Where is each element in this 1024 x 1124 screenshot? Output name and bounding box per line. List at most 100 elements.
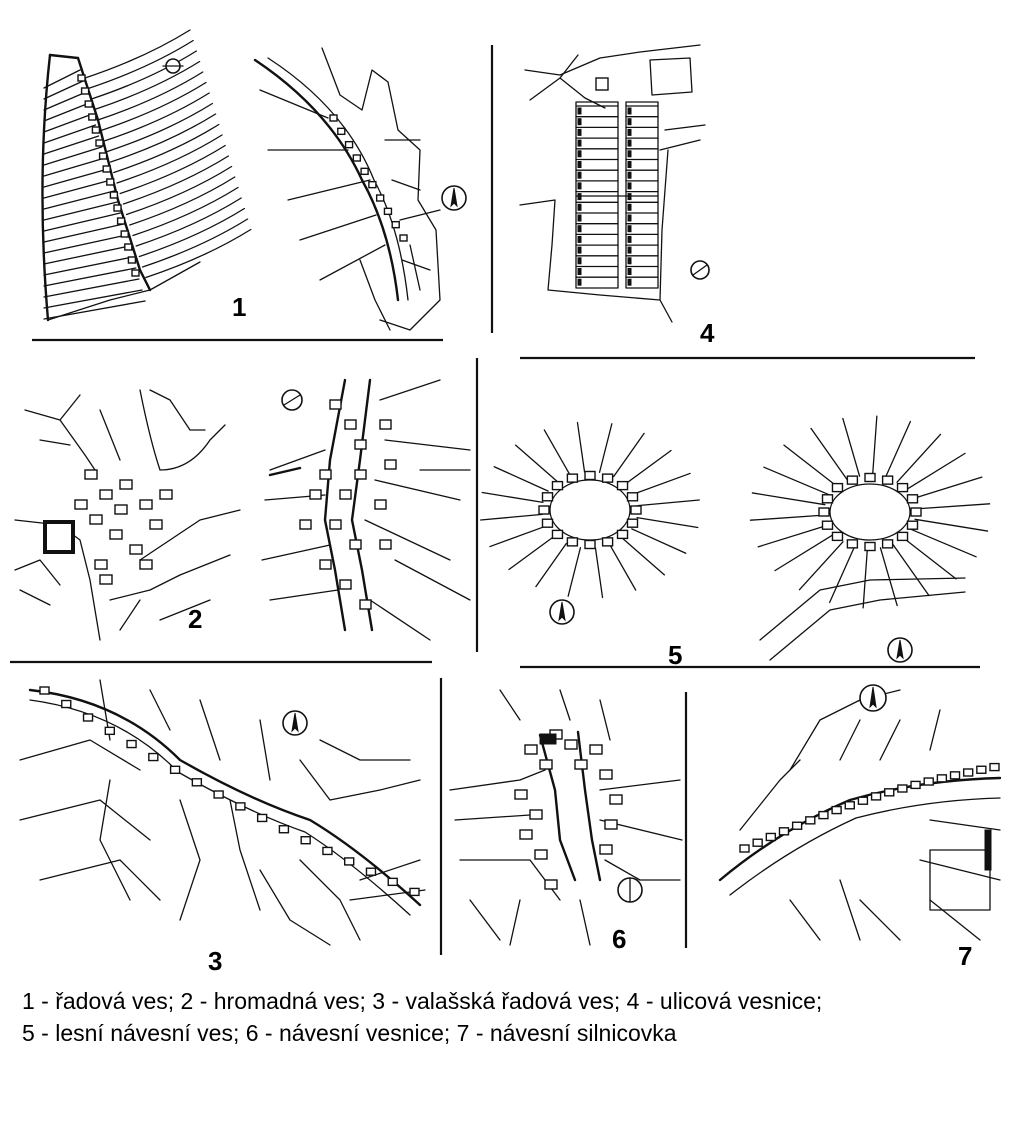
north-arrow-icon: [887, 637, 913, 663]
caption-line-1: 1 - řadová ves; 2 - hromadná ves; 3 - va…: [22, 988, 823, 1014]
house: [129, 544, 143, 555]
house: [818, 810, 829, 820]
field-strip: [93, 60, 201, 111]
house: [74, 499, 88, 510]
house: [541, 492, 554, 502]
field-boundary: [810, 427, 849, 481]
caption: 1 - řadová ves; 2 - hromadná ves; 3 - va…: [22, 985, 1012, 1049]
house: [119, 479, 133, 490]
field-strip: [43, 267, 137, 287]
house: [329, 114, 338, 122]
field-boundary: [763, 466, 830, 496]
house: [114, 504, 128, 515]
plan-label-3: 3: [208, 946, 222, 976]
house: [88, 113, 97, 121]
church: [539, 733, 557, 745]
house: [627, 246, 632, 254]
house: [84, 100, 93, 108]
house: [881, 475, 894, 485]
house: [577, 246, 582, 254]
house: [630, 505, 642, 515]
house: [309, 489, 322, 500]
house: [906, 520, 919, 530]
house: [379, 419, 392, 430]
house: [299, 519, 312, 530]
field-strip: [43, 179, 112, 199]
house: [627, 161, 632, 168]
plan-label-7: 7: [958, 941, 972, 971]
field-strip: [43, 113, 94, 133]
field-boundary: [783, 444, 838, 488]
house: [739, 844, 750, 853]
field-strip: [43, 168, 109, 188]
house: [139, 559, 153, 570]
field-boundary: [508, 535, 556, 571]
north-arrow-icon: [690, 260, 710, 280]
house: [976, 765, 987, 774]
house: [235, 802, 246, 811]
house: [94, 559, 108, 570]
house: [329, 519, 342, 530]
field-strip: [43, 300, 146, 320]
house: [344, 140, 354, 149]
field-boundary: [879, 547, 898, 607]
field-strip: [116, 134, 223, 184]
plan-5-forest-green-village: 5: [480, 415, 991, 670]
house: [846, 539, 859, 549]
field-boundary: [884, 420, 911, 478]
house: [577, 235, 582, 243]
house: [529, 809, 543, 820]
house: [379, 539, 392, 550]
house: [278, 825, 290, 834]
plan-label-1: 1: [232, 292, 246, 322]
field-strip: [119, 144, 226, 195]
house: [805, 816, 816, 825]
field-strip: [135, 197, 242, 247]
field-boundary: [489, 525, 547, 548]
plan-2-cluster-village: 2: [14, 378, 471, 641]
house: [360, 167, 369, 176]
field-boundary: [891, 543, 930, 597]
house: [821, 494, 834, 504]
house: [831, 805, 842, 815]
house: [551, 480, 564, 491]
house: [539, 759, 553, 770]
house: [191, 778, 203, 787]
house: [148, 752, 159, 762]
field-boundary: [842, 417, 861, 477]
house: [584, 470, 596, 481]
field-boundary: [493, 466, 549, 492]
house: [627, 171, 632, 179]
house: [159, 489, 173, 500]
house: [577, 161, 582, 168]
north-arrow-icon: [281, 389, 303, 411]
house: [365, 867, 377, 876]
house: [409, 887, 420, 897]
field-boundary: [637, 499, 700, 507]
house: [322, 846, 333, 856]
house: [627, 235, 632, 243]
house: [627, 182, 632, 190]
divider-rules: [10, 45, 980, 955]
house: [127, 256, 137, 264]
field-boundary: [567, 546, 582, 597]
field-strip: [43, 102, 90, 122]
field-boundary: [757, 524, 828, 548]
house: [337, 127, 346, 136]
plan-label-6: 6: [612, 924, 626, 954]
house: [344, 419, 357, 430]
field-boundary: [798, 541, 844, 591]
house: [256, 813, 268, 823]
field-boundary: [594, 547, 604, 599]
house: [577, 150, 582, 158]
field-boundary: [749, 514, 825, 521]
field-boundary: [774, 533, 835, 572]
field-strip: [43, 223, 125, 243]
field-boundary: [576, 421, 586, 473]
house: [906, 494, 919, 504]
house: [514, 789, 528, 800]
house: [109, 191, 119, 199]
house: [936, 774, 948, 783]
field-strip: [84, 29, 191, 79]
house: [910, 780, 921, 790]
